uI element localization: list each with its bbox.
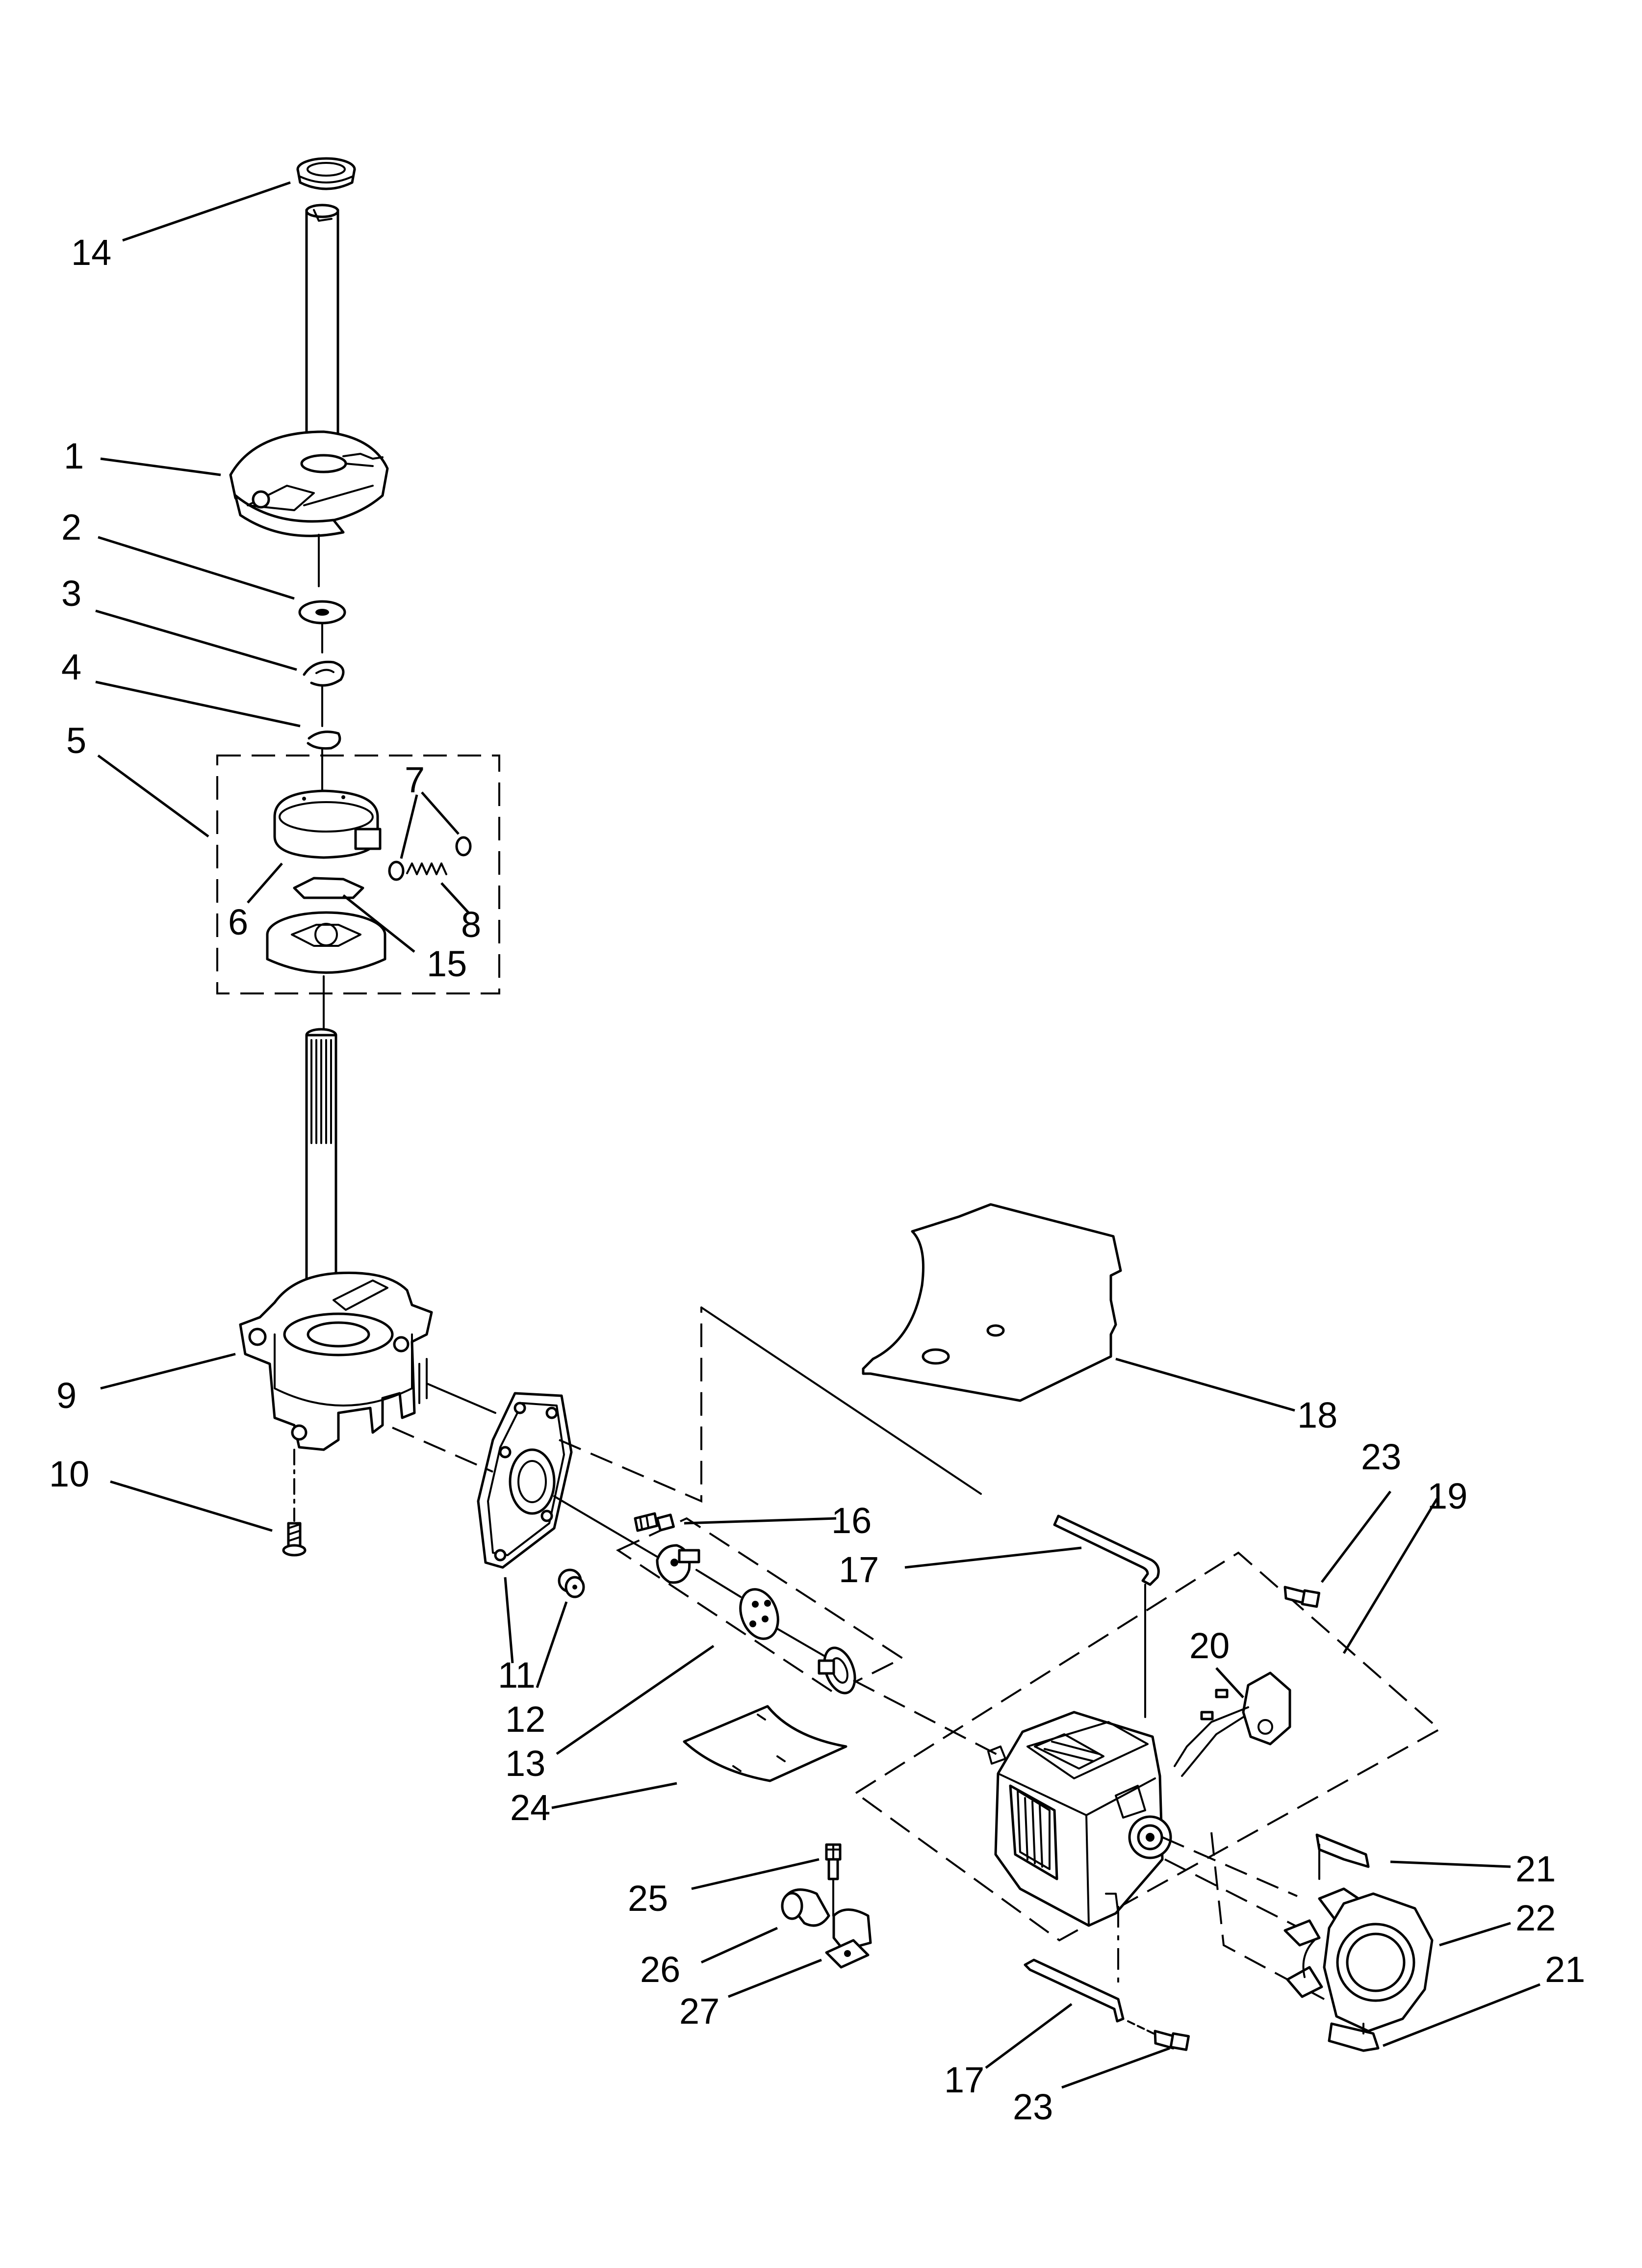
callout-27: 27 — [679, 1991, 719, 2032]
coupling-disc-part — [739, 1588, 779, 1640]
coupling-hub-part — [656, 1544, 700, 1584]
callout-21-lower: 21 — [1545, 1949, 1585, 1990]
motor-shield-part — [862, 1203, 1122, 1402]
bushing-part — [558, 1568, 585, 1598]
screw-23-lower-part — [1127, 2020, 1190, 2051]
callout-4: 4 — [61, 647, 81, 687]
washer-part — [298, 600, 346, 625]
clutch-hub-part — [266, 877, 386, 974]
clip-21-lower-part — [1328, 2022, 1380, 2052]
brake-cam-part — [229, 430, 389, 537]
drive-motor-part — [987, 1711, 1172, 1927]
callout-10: 10 — [49, 1454, 89, 1494]
bracket-upper-part — [1053, 1514, 1160, 1718]
callout-8: 8 — [461, 904, 481, 945]
drain-pump-part — [1283, 1887, 1434, 2033]
isolator-part — [781, 1888, 830, 1927]
callout-18: 18 — [1297, 1395, 1337, 1435]
callout-11: 11 — [498, 1655, 536, 1695]
callout-17-lower: 17 — [944, 2059, 984, 2100]
callout-6: 6 — [228, 902, 248, 942]
callout-5: 5 — [66, 720, 86, 761]
motor-switch-part — [1174, 1671, 1291, 1777]
callout-3: 3 — [61, 573, 81, 614]
snap-ring-part — [303, 660, 345, 687]
callout-12: 12 — [505, 1699, 545, 1740]
bracket-lower-part — [1024, 1958, 1125, 2023]
gearcase-screw-part — [282, 1449, 307, 1557]
motor-kit-box — [854, 1551, 1441, 1942]
callout-7: 7 — [405, 759, 425, 800]
callout-13: 13 — [505, 1743, 545, 1784]
callout-2: 2 — [61, 507, 81, 547]
callout-23-upper: 23 — [1361, 1436, 1401, 1477]
callout-22: 22 — [1515, 1898, 1556, 1938]
motor-mount-plate-part — [477, 1392, 573, 1569]
spring-part — [388, 836, 472, 881]
upper-shaft-part — [305, 204, 339, 457]
clip-21-upper-part — [1315, 1833, 1370, 1880]
clutch-band-part — [273, 789, 382, 859]
callout-26: 26 — [640, 1949, 680, 1990]
gearcase-part — [239, 1271, 433, 1451]
callout-9: 9 — [56, 1375, 77, 1416]
callout-16: 16 — [831, 1500, 872, 1541]
callout-17-upper: 17 — [839, 1549, 879, 1590]
leader-lines — [95, 181, 1540, 2089]
callout-labels: 14 1 2 3 4 5 7 6 8 15 9 10 18 23 19 16 1… — [49, 232, 1585, 2127]
callout-19: 19 — [1427, 1476, 1467, 1516]
clamp-part — [825, 1908, 872, 1969]
callout-1: 1 — [64, 436, 84, 476]
retaining-ring-part — [307, 730, 341, 750]
screw-16-part — [634, 1512, 675, 1532]
seal-part — [296, 157, 356, 190]
gasket-plate-part — [683, 1705, 847, 1782]
screw-25-part — [825, 1843, 842, 1917]
screw-23-upper-part — [1283, 1586, 1321, 1608]
callout-23-lower: 23 — [1013, 2086, 1053, 2127]
callout-14: 14 — [71, 232, 111, 273]
callout-15: 15 — [427, 943, 467, 984]
callout-21-upper: 21 — [1515, 1849, 1556, 1889]
callout-20: 20 — [1189, 1625, 1230, 1666]
callout-24: 24 — [510, 1787, 550, 1828]
motor-pulley-part — [818, 1646, 856, 1694]
clutch-kit-box — [216, 755, 500, 994]
callout-25: 25 — [628, 1878, 668, 1919]
